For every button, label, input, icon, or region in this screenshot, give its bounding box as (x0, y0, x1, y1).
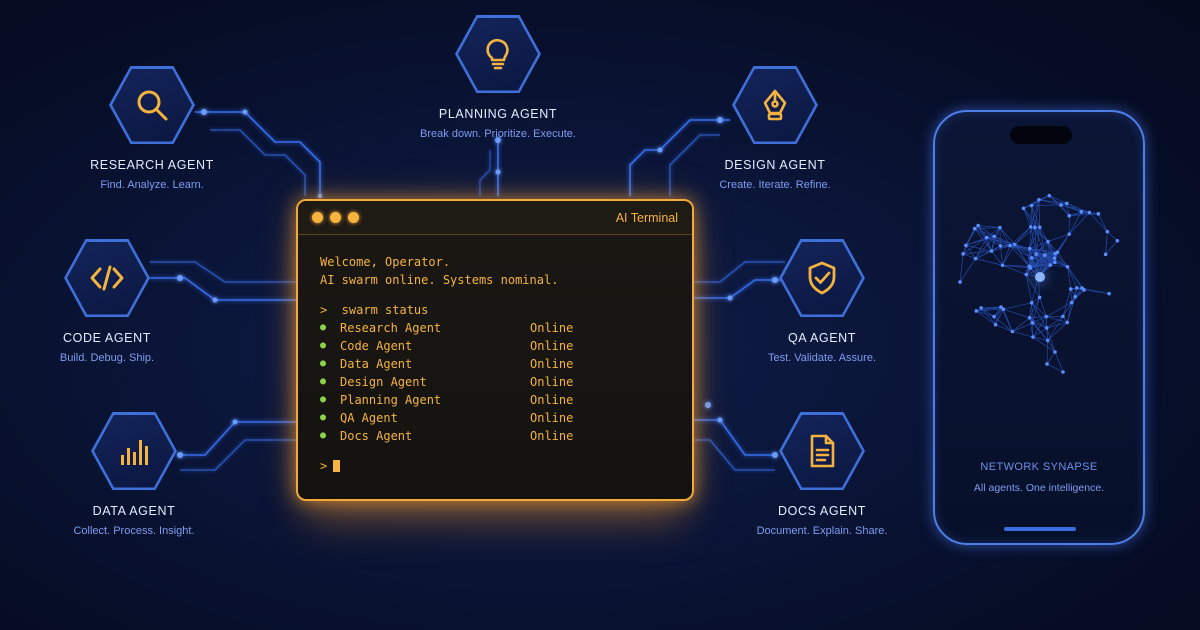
agent-status-row: ● Research Agent Online (320, 319, 670, 337)
terminal-prompt: > (320, 459, 328, 473)
bar-chart-icon (121, 440, 148, 465)
status-agent-name: Data Agent (340, 357, 413, 371)
agent-name: DESIGN AGENT (724, 158, 826, 172)
qa-agent[interactable]: QA AGENT Test. Validate. Assure. (692, 239, 952, 364)
ai-terminal-window[interactable]: AI Terminal Welcome, Operator. AI swarm … (296, 199, 694, 501)
status-dot-icon: ● (320, 412, 327, 423)
agent-name: DATA AGENT (92, 504, 176, 518)
code-agent[interactable]: CODE AGENT Build. Debug. Ship. (0, 239, 237, 364)
status-value: Online (530, 375, 574, 389)
status-dot-icon: ● (320, 358, 327, 369)
agent-tagline: Collect. Process. Insight. (73, 525, 195, 537)
agent-name: RESEARCH AGENT (90, 158, 214, 172)
agent-status-row: ● Data Agent Online (320, 355, 670, 373)
shield-check-icon (808, 261, 836, 295)
docs-agent[interactable]: DOCS AGENT Document. Explain. Share. (692, 412, 952, 537)
pen-nib-icon (763, 89, 787, 121)
status-dot-icon: ● (320, 340, 327, 351)
agent-name: QA AGENT (787, 331, 856, 345)
status-dot-icon: ● (320, 430, 327, 441)
design-agent[interactable]: DESIGN AGENT Create. Iterate. Refine. (645, 66, 905, 191)
planning-agent[interactable]: PLANNING AGENT Break down. Prioritize. E… (368, 15, 628, 140)
status-value: Online (530, 357, 574, 371)
status-agent-name: Design Agent (340, 375, 427, 389)
terminal-input-line[interactable]: > (320, 457, 670, 475)
terminal-title: AI Terminal (615, 210, 678, 225)
terminal-title-bar: AI Terminal (298, 201, 692, 235)
agent-tagline: Find. Analyze. Learn. (100, 179, 204, 191)
agent-tagline: Create. Iterate. Refine. (719, 179, 831, 191)
magnifier-icon (137, 90, 168, 121)
agent-tagline: Build. Debug. Ship. (59, 352, 155, 364)
terminal-output[interactable]: Welcome, Operator. AI swarm online. Syst… (298, 235, 692, 493)
neural-brain-icon (958, 193, 1120, 374)
status-dot-icon: ● (320, 376, 327, 387)
status-agent-name: Research Agent (340, 321, 442, 335)
status-agent-name: QA Agent (340, 411, 398, 425)
agent-name: CODE AGENT (63, 331, 151, 345)
status-agent-name: Planning Agent (340, 393, 442, 407)
agent-status-row: ● Docs Agent Online (320, 427, 670, 445)
phone-device: NETWORK SYNAPSE All agents. One intellig… (933, 110, 1145, 545)
phone-title: NETWORK SYNAPSE (980, 461, 1098, 473)
status-agent-name: Docs Agent (340, 429, 413, 443)
terminal-welcome: Welcome, Operator. (320, 255, 451, 269)
terminal-cursor (333, 460, 341, 472)
home-indicator[interactable] (1004, 527, 1076, 531)
document-icon (810, 434, 835, 468)
status-value: Online (530, 429, 574, 443)
agent-status-row: ● QA Agent Online (320, 409, 670, 427)
status-dot-icon: ● (320, 322, 327, 333)
lightbulb-icon (486, 38, 509, 70)
window-dot-maximize[interactable] (348, 212, 359, 223)
agent-status-row: ● Planning Agent Online (320, 391, 670, 409)
research-agent[interactable]: RESEARCH AGENT Find. Analyze. Learn. (22, 66, 282, 191)
data-agent[interactable]: DATA AGENT Collect. Process. Insight. (4, 412, 264, 537)
agent-tagline: Break down. Prioritize. Execute. (420, 128, 576, 140)
agent-name: PLANNING AGENT (438, 107, 558, 121)
agent-status-row: ● Code Agent Online (320, 337, 670, 355)
phone-notch (1010, 126, 1072, 144)
window-dot-close[interactable] (312, 212, 323, 223)
terminal-status-line: AI swarm online. Systems nominal. (320, 273, 559, 287)
status-dot-icon: ● (320, 394, 327, 405)
agent-name: DOCS AGENT (778, 504, 866, 518)
terminal-command: > swarm status (320, 303, 429, 317)
status-value: Online (530, 411, 574, 425)
agent-tagline: Test. Validate. Assure. (767, 352, 877, 364)
code-brackets-icon (90, 265, 124, 291)
status-value: Online (530, 321, 574, 335)
agent-tagline: Document. Explain. Share. (756, 525, 888, 537)
window-dot-minimize[interactable] (330, 212, 341, 223)
status-value: Online (530, 393, 574, 407)
phone-subtitle: All agents. One intelligence. (973, 482, 1105, 494)
status-value: Online (530, 339, 574, 353)
status-agent-name: Code Agent (340, 339, 413, 353)
agent-status-row: ● Design Agent Online (320, 373, 670, 391)
